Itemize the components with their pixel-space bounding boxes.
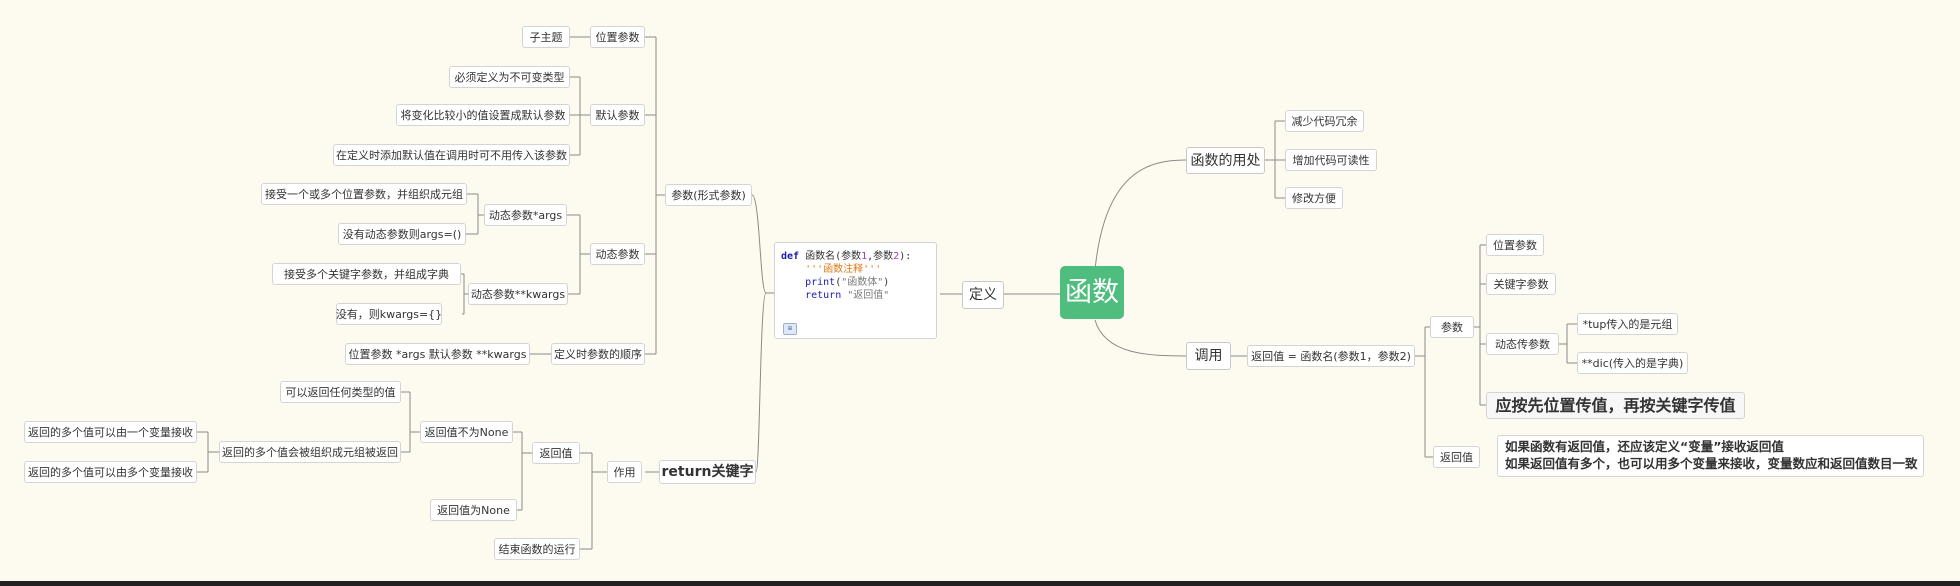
return-note-line-1: 如果函数有返回值，还应该定义“变量”接收返回值 (1505, 439, 1784, 455)
param-order[interactable]: 定义时参数的顺序 (551, 343, 645, 365)
return-end-function[interactable]: 结束函数的运行 (494, 538, 580, 560)
call-positional-param[interactable]: 位置参数 (1486, 234, 1544, 256)
param-order-value[interactable]: 位置参数 *args 默认参数 **kwargs (345, 343, 530, 365)
code-line-docstring: '''函数注释''' (805, 264, 882, 275)
call-dynamic-param[interactable]: 动态传参数 (1486, 333, 1559, 355)
code-icon[interactable]: ⊞ (783, 323, 797, 335)
bottom-border (0, 581, 1960, 586)
call-return-topic[interactable]: 返回值 (1433, 446, 1480, 468)
args-empty-desc[interactable]: 没有动态参数则args=() (338, 223, 466, 245)
return-not-none[interactable]: 返回值不为None (420, 421, 513, 443)
code-line-print: print("函数体") (805, 277, 890, 288)
call-param-order-rule[interactable]: 应按先位置传值，再按关键字传值 (1486, 392, 1745, 419)
default-param[interactable]: 默认参数 (590, 104, 645, 126)
call-tup-tuple[interactable]: *tup传入的是元组 (1577, 313, 1678, 335)
usage-topic[interactable]: 函数的用处 (1186, 147, 1265, 174)
call-dic-dict[interactable]: **dic(传入的是字典) (1577, 352, 1688, 374)
positional-subtopic[interactable]: 子主题 (522, 26, 570, 48)
params-topic[interactable]: 参数(形式参数) (665, 184, 752, 206)
return-any-type[interactable]: 可以返回任何类型的值 (280, 381, 401, 403)
default-immutable[interactable]: 必须定义为不可变类型 (449, 66, 570, 88)
call-return-note[interactable]: 如果函数有返回值，还应该定义“变量”接收返回值 如果返回值有多个，也可以用多个变… (1497, 435, 1924, 477)
return-none[interactable]: 返回值为None (430, 499, 517, 521)
call-params-topic[interactable]: 参数 (1430, 316, 1474, 338)
call-topic[interactable]: 调用 (1186, 342, 1231, 370)
default-rare-change[interactable]: 将变化比较小的值设置成默认参数 (396, 104, 570, 126)
default-optional[interactable]: 在定义时添加默认值在调用时可不用传入该参数 (333, 144, 570, 166)
code-line-def: def 函数名(参数1,参数2): (781, 251, 912, 262)
kwargs-empty-desc[interactable]: 没有，则kwargs={} (336, 303, 442, 325)
dynamic-args[interactable]: 动态参数*args (484, 204, 567, 226)
code-line-return: return "返回值" (805, 290, 890, 301)
return-effect[interactable]: 作用 (607, 461, 642, 483)
code-snippet[interactable]: def 函数名(参数1,参数2): '''函数注释''' print("函数体"… (774, 242, 937, 339)
dynamic-kwargs[interactable]: 动态参数**kwargs (468, 283, 568, 305)
args-tuple-desc[interactable]: 接受一个或多个位置参数，并组织成元组 (261, 183, 467, 205)
usage-item-easy-modify[interactable]: 修改方便 (1285, 187, 1343, 209)
dynamic-param[interactable]: 动态参数 (590, 243, 645, 265)
return-one-var[interactable]: 返回的多个值可以由一个变量接收 (24, 421, 197, 443)
call-keyword-param[interactable]: 关键字参数 (1486, 273, 1556, 295)
usage-item-readability[interactable]: 增加代码可读性 (1285, 149, 1377, 171)
return-multi-var[interactable]: 返回的多个值可以由多个变量接收 (24, 461, 197, 483)
kwargs-dict-desc[interactable]: 接受多个关键字参数，并组成字典 (272, 263, 461, 285)
return-note-line-2: 如果返回值有多个，也可以用多个变量来接收，变量数应和返回值数目一致 (1505, 456, 1918, 471)
usage-item-reduce-redundancy[interactable]: 减少代码冗余 (1285, 110, 1364, 132)
return-multi-tuple[interactable]: 返回的多个值会被组织成元组被返回 (219, 441, 401, 463)
call-expression[interactable]: 返回值 = 函数名(参数1，参数2) (1247, 345, 1415, 367)
positional-param[interactable]: 位置参数 (590, 26, 645, 48)
root-topic[interactable]: 函数 (1060, 266, 1124, 319)
define-topic[interactable]: 定义 (962, 281, 1004, 309)
return-keyword-topic[interactable]: return关键字 (659, 460, 756, 484)
return-value[interactable]: 返回值 (532, 442, 580, 464)
